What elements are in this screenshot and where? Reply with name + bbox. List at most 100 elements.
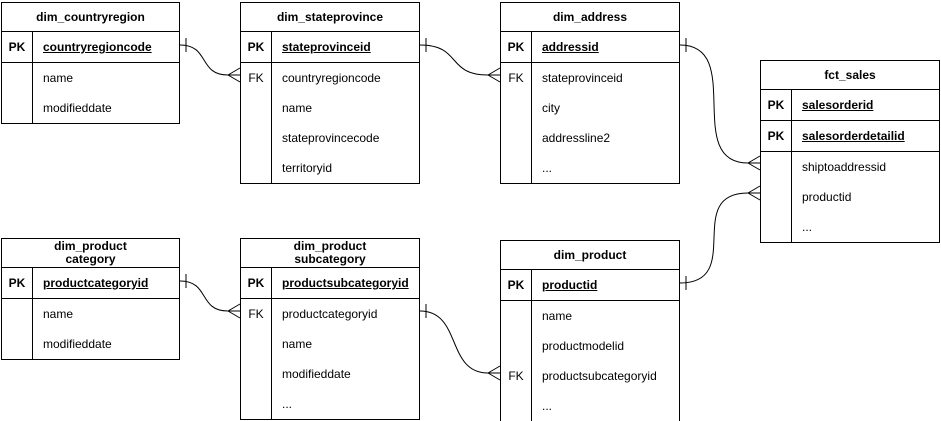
key-badge xyxy=(241,329,272,359)
key-badge: PK xyxy=(241,268,272,298)
relationship-dim_countryregion-to-dim_stateprovince xyxy=(179,38,241,83)
column-label: productmodelid xyxy=(542,339,625,353)
relationship-dim_productsubcategory-to-dim_product xyxy=(419,304,501,381)
key-badge: PK xyxy=(501,270,532,300)
entity-row: ... xyxy=(761,212,939,242)
entity-row: PK productid xyxy=(501,270,679,301)
relationship-dim_stateprovince-to-dim_address xyxy=(419,38,501,83)
column-label: modifieddate xyxy=(43,101,112,115)
entity-row: addressline2 xyxy=(501,123,679,153)
key-badge xyxy=(501,331,532,361)
entity-row: ... xyxy=(241,389,419,419)
entity-title: dim_countryregion xyxy=(2,3,179,32)
key-badge xyxy=(501,93,532,123)
entity-row: name xyxy=(501,301,679,331)
entity-row: city xyxy=(501,93,679,123)
entity-row: FK productsubcategoryid xyxy=(501,361,679,391)
key-badge: PK xyxy=(761,90,792,120)
key-badge xyxy=(241,389,272,419)
entity-row: productid xyxy=(761,182,939,212)
key-badge: FK xyxy=(501,63,532,93)
entity-row: name xyxy=(2,299,179,329)
column-label: productsubcategoryid xyxy=(282,276,409,290)
entity-row: shiptoaddressid xyxy=(761,152,939,182)
column-label: countryregioncode xyxy=(282,71,381,85)
column-label: addressline2 xyxy=(542,131,611,145)
column-label: name xyxy=(542,309,573,323)
entity-row: name xyxy=(2,63,179,93)
entity-title: fct_sales xyxy=(761,61,939,90)
column-label: addressid xyxy=(542,40,599,54)
key-badge xyxy=(241,359,272,389)
entity-row: modifieddate xyxy=(2,93,179,123)
key-badge: FK xyxy=(241,63,272,93)
column-label: ... xyxy=(802,220,813,234)
entity-title: dim_stateprovince xyxy=(241,3,419,32)
entity-row: stateprovincecode xyxy=(241,123,419,153)
entity-row: PK productcategoryid xyxy=(2,268,179,299)
relationship-dim_address-to-fct_sales xyxy=(679,38,761,171)
entity-row: PK countryregioncode xyxy=(2,32,179,63)
column-label: productcategoryid xyxy=(282,307,378,321)
entity-row: name xyxy=(241,329,419,359)
column-label: shiptoaddressid xyxy=(802,160,887,174)
column-label: stateprovincecode xyxy=(282,131,380,145)
column-label: productid xyxy=(802,190,852,204)
column-label: productcategoryid xyxy=(43,276,149,290)
key-badge: PK xyxy=(761,121,792,151)
key-badge xyxy=(501,153,532,183)
column-label: territoryid xyxy=(282,161,333,175)
entity-row: PK salesorderdetailid xyxy=(761,121,939,152)
entity-row: FK productcategoryid xyxy=(241,299,419,329)
entity-row: name xyxy=(241,93,419,123)
column-label: productid xyxy=(542,278,598,292)
entity-row: FK countryregioncode xyxy=(241,63,419,93)
entity-title: dim_address xyxy=(501,3,679,32)
relationship-dim_product-to-fct_sales xyxy=(679,185,761,290)
column-label: modifieddate xyxy=(43,337,112,351)
column-label: productsubcategoryid xyxy=(542,369,657,383)
column-label: stateprovinceid xyxy=(282,40,371,54)
column-label: name xyxy=(43,307,74,321)
entity-title: dim_product subcategory xyxy=(241,239,419,268)
key-badge xyxy=(761,182,792,212)
column-label: name xyxy=(43,71,74,85)
key-badge: PK xyxy=(2,268,33,298)
column-label: ... xyxy=(282,397,293,411)
key-badge xyxy=(2,299,33,329)
column-label: name xyxy=(282,337,313,351)
key-badge xyxy=(501,301,532,331)
entity-row: modifieddate xyxy=(241,359,419,389)
column-label: countryregioncode xyxy=(43,40,152,54)
key-badge xyxy=(2,63,33,93)
entity-row: productmodelid xyxy=(501,331,679,361)
column-label: stateprovinceid xyxy=(542,71,623,85)
entity-row: FK stateprovinceid xyxy=(501,63,679,93)
key-badge xyxy=(241,153,272,183)
entity-title: dim_product category xyxy=(2,239,179,268)
column-label: city xyxy=(542,101,560,115)
key-badge: PK xyxy=(2,32,33,62)
key-badge: FK xyxy=(241,299,272,329)
column-label: ... xyxy=(542,399,553,413)
key-badge xyxy=(2,93,33,123)
column-label: salesorderid xyxy=(802,98,874,112)
entity-row: modifieddate xyxy=(2,329,179,359)
key-badge xyxy=(2,329,33,359)
column-label: salesorderdetailid xyxy=(802,129,905,143)
column-label: modifieddate xyxy=(282,367,351,381)
key-badge: FK xyxy=(501,361,532,391)
relationship-dim_productcategory-to-dim_productsubcategory xyxy=(179,274,241,319)
key-badge xyxy=(501,123,532,153)
key-badge xyxy=(501,391,532,421)
entity-row: PK productsubcategoryid xyxy=(241,268,419,299)
key-badge xyxy=(241,93,272,123)
